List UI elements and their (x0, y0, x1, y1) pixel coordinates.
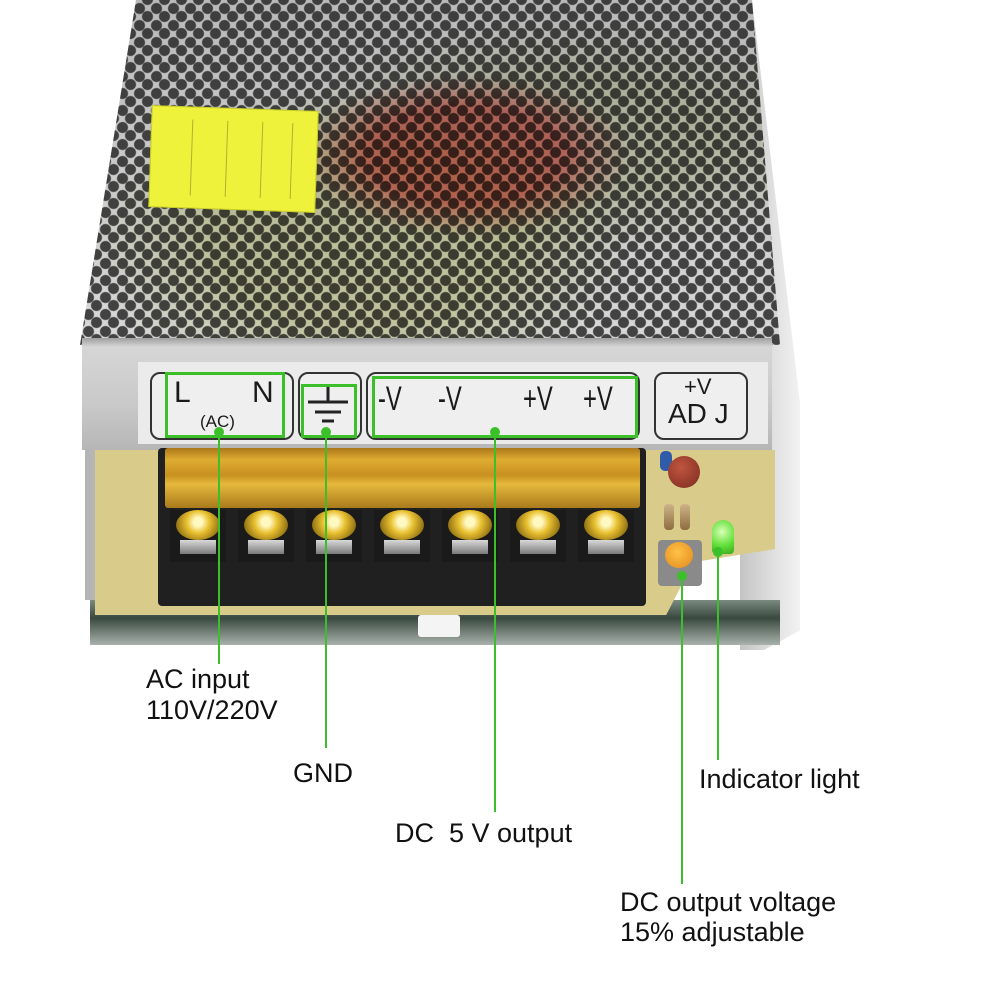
label-adj: AD J (668, 398, 729, 429)
label-plus-v-2: +V (583, 380, 613, 418)
dc-label-box: -V -V +V +V (366, 372, 640, 440)
dc-highlight-box (372, 376, 638, 438)
ac-highlight-box (165, 372, 285, 438)
label-L: L (174, 376, 191, 409)
ac-leader-line (218, 432, 220, 664)
callout-adjustable-voltage: DC output voltage 15% adjustable (620, 887, 837, 947)
terminal-screw-4 (374, 510, 430, 562)
mounting-tab (418, 615, 460, 637)
callout-indicator-light: Indicator light (699, 764, 860, 794)
adjust-leader-line (681, 576, 683, 884)
label-minus-v-2: -V (438, 380, 462, 418)
label-plus-v-1: +V (523, 380, 553, 418)
terminal-cover (165, 448, 640, 508)
resistor (664, 504, 674, 530)
terminal-screw-1 (170, 510, 226, 562)
terminal-screw-3 (306, 510, 362, 562)
terminal-screw-6 (510, 510, 566, 562)
ceramic-capacitor (668, 456, 700, 488)
label-N: N (252, 376, 274, 409)
terminal-screw-5 (442, 510, 498, 562)
ground-icon (308, 384, 348, 423)
callout-gnd: GND (293, 758, 353, 788)
terminal-screw-7 (578, 510, 634, 562)
gnd-leader-line (325, 432, 327, 748)
label-ac: (AC) (200, 412, 235, 431)
callout-dc-output: DC 5 V output (395, 818, 573, 848)
warning-sticker (148, 105, 319, 213)
gnd-highlight-box (301, 384, 357, 438)
adj-label-box: +V AD J (654, 372, 748, 440)
indicator-led (712, 520, 734, 554)
dc-leader-line (494, 432, 496, 812)
callout-ac-input: AC input 110V/220V (146, 664, 278, 725)
resistor (680, 504, 690, 530)
label-minus-v-1: -V (378, 380, 402, 418)
terminal-screw-2 (238, 510, 294, 562)
indicator-leader-line (717, 552, 719, 760)
label-plus-v-adj: +V (684, 374, 712, 399)
